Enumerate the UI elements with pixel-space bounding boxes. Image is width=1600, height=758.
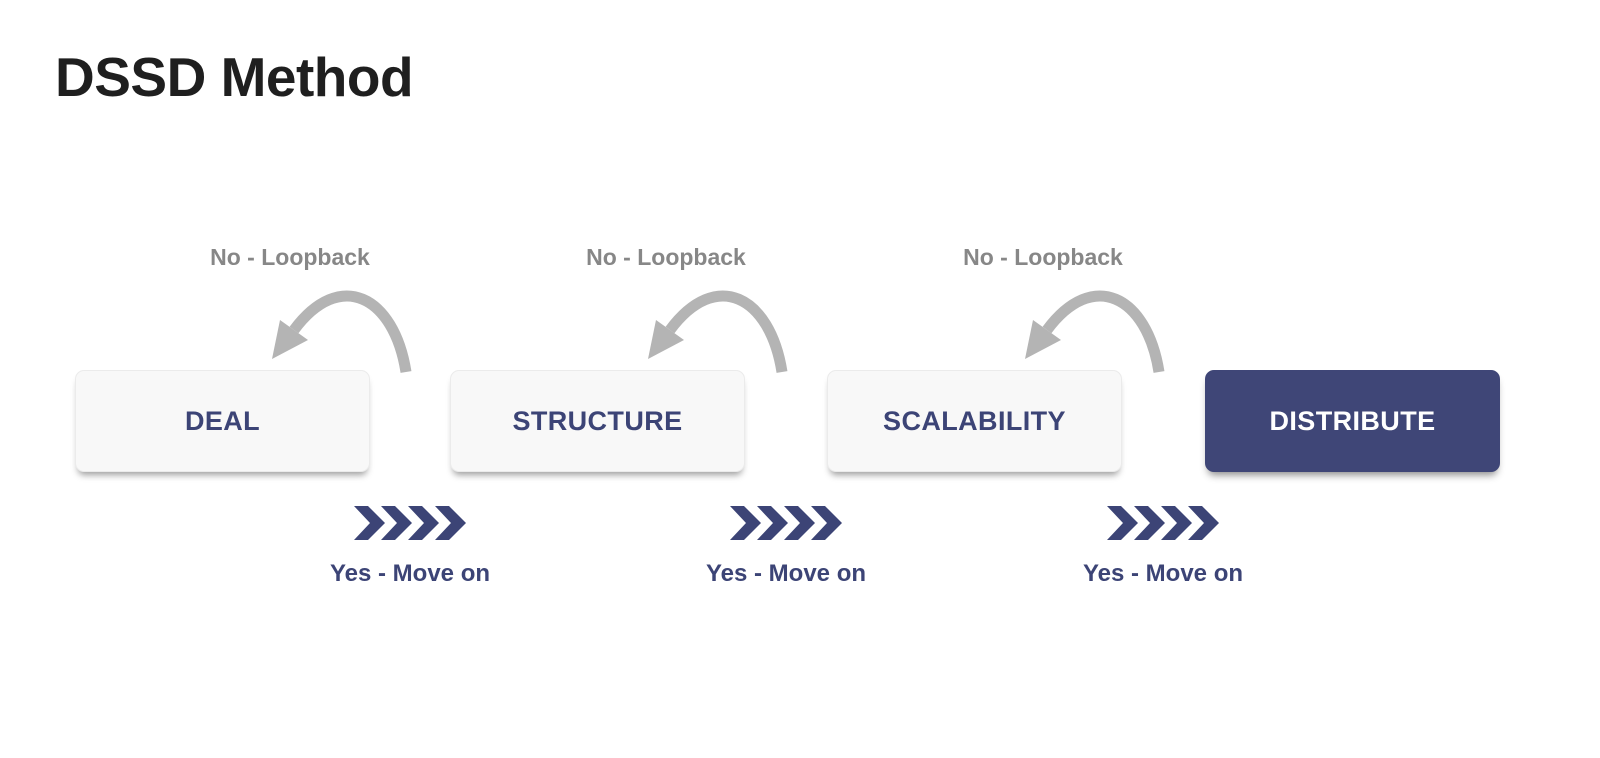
page-title: DSSD Method — [55, 45, 414, 108]
chevron-right-icon — [730, 506, 842, 540]
loopback-arrow-icon — [272, 290, 412, 373]
stage-box-deal: DEAL — [75, 370, 370, 472]
stage-label: DISTRIBUTE — [1269, 405, 1436, 436]
chevron-right-icon — [1107, 506, 1219, 540]
loopback-label: No - Loopback — [210, 244, 370, 270]
move-on-label: Yes - Move on — [329, 560, 491, 587]
loopback-arrow-icon — [648, 290, 788, 373]
stage-label: STRUCTURE — [512, 405, 683, 436]
move-on-label: Yes - Move on — [1082, 560, 1244, 587]
loopback-label: No - Loopback — [586, 244, 746, 270]
stage-box-scalability: SCALABILITY — [827, 370, 1122, 472]
move-on-label: Yes - Move on — [705, 560, 867, 587]
stage-label: DEAL — [184, 405, 261, 436]
stage-label: SCALABILITY — [883, 405, 1066, 436]
stage-box-structure: STRUCTURE — [450, 370, 745, 472]
stage-box-distribute: DISTRIBUTE — [1205, 370, 1500, 472]
loopback-arrow-icon — [1025, 290, 1165, 373]
loopback-label: No - Loopback — [963, 244, 1123, 270]
chevron-right-icon — [354, 506, 466, 540]
